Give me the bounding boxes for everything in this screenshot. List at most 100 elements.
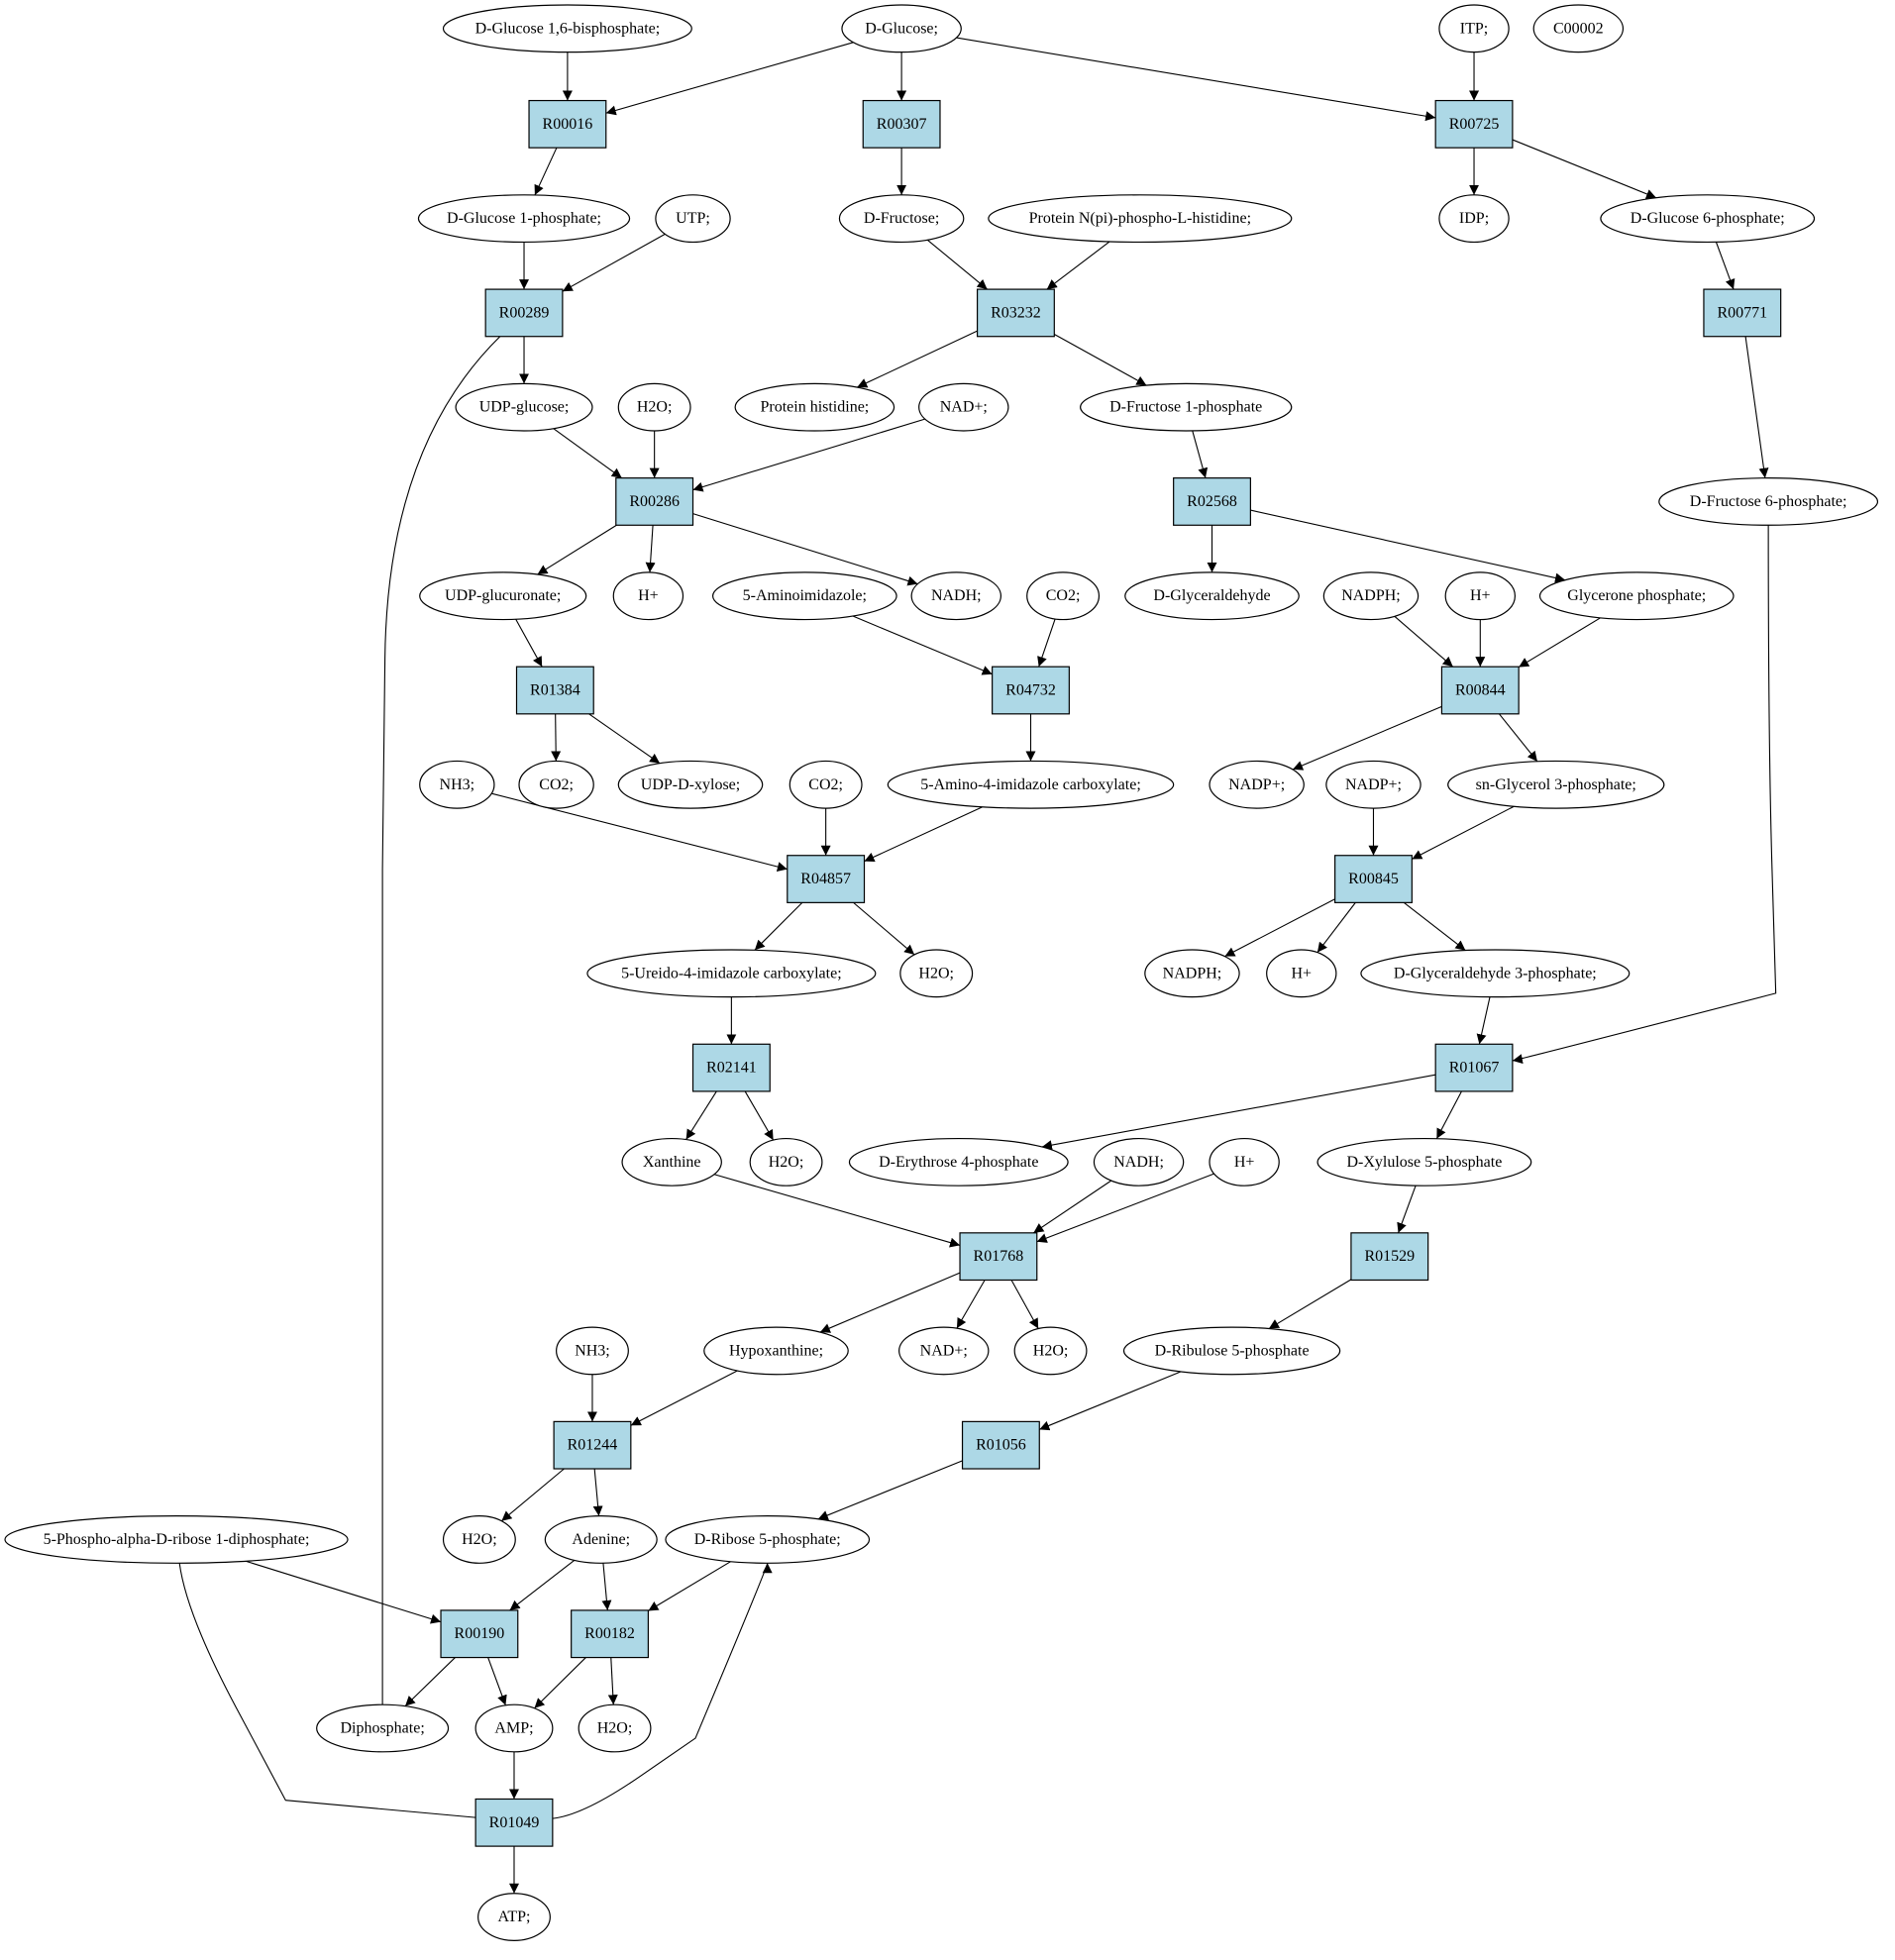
edge-r00182-to-amp [534,1657,586,1709]
compound-node-udpglc: UDP-glucose; [455,382,593,432]
reaction-node-r02141: R02141 [691,1043,771,1092]
compound-ellipse [1093,1137,1185,1186]
compound-ellipse [617,760,764,809]
reaction-node-r00190: R00190 [440,1609,519,1659]
node-label: IDP; [1459,210,1489,227]
compound-ellipse [655,194,731,244]
compound-node-amp: AMP; [474,1703,554,1753]
compound-ellipse [455,382,593,432]
node-label: R01049 [489,1814,540,1831]
compound-node-glyceronep: Glycerone phosphate; [1538,571,1735,621]
reaction-node-r00289: R00289 [484,288,564,338]
compound-ellipse [665,1515,871,1564]
compound-node-aic: 5-Amino-4-imidazole carboxylate; [887,760,1175,809]
compound-node-nadh_b: NADH; [1093,1137,1185,1186]
node-label: D-Glyceraldehyde 3-phosphate; [1394,965,1597,981]
compound-ellipse [419,571,587,621]
compound-node-protnph: Protein N(pi)-phospho-L-histidine; [988,194,1293,244]
compound-node-prpp: 5-Phospho-alpha-D-ribose 1-diphosphate; [4,1515,349,1564]
edge-udpglc-to-r00286 [553,428,623,479]
edge-r01384-to-co2_b [551,713,562,762]
edge-r00286-to-udpglcu [537,524,617,575]
compound-ellipse [1600,194,1816,244]
compound-node-nadp_a: NADP+; [1209,760,1305,809]
compound-ellipse [556,1326,629,1376]
compound-ellipse [1538,571,1735,621]
edge-r01768-to-h2o_d [1010,1280,1039,1329]
compound-node-idp: IDP; [1438,194,1510,244]
reaction-node-r00725: R00725 [1434,99,1514,149]
compound-node-nadh_a: NADH; [910,571,1002,621]
node-label: C00002 [1553,20,1604,37]
edge-r03232-to-prothis [857,330,978,388]
node-label: R00845 [1348,871,1399,887]
compound-node-nadph_a: NADPH; [1322,571,1420,621]
compound-ellipse [612,571,684,621]
edge-r02141-to-h2o_c [744,1090,775,1141]
compound-node-uic: 5-Ureido-4-imidazole carboxylate; [586,949,877,998]
edge-r01049-to-r5p [552,1563,773,1819]
reaction-node-r01768: R01768 [959,1232,1038,1282]
node-label: D-Ribose 5-phosphate; [694,1531,841,1548]
node-label: R00289 [499,304,550,321]
node-label: H+ [1470,587,1491,604]
edge-xan-to-r01768 [713,1174,961,1248]
compound-ellipse [621,1137,722,1186]
compound-ellipse [988,194,1293,244]
compound-ellipse [848,1137,1069,1186]
edges-layer [178,37,1777,1894]
node-label: R02568 [1187,493,1237,510]
edge-r00286-to-hplus_a [645,525,656,572]
compound-node-glc6p: D-Glucose 6-phosphate; [1600,194,1816,244]
node-label: ATP; [498,1908,531,1925]
node-label: NH3; [440,776,475,793]
edge-r04857-to-h2o_b [853,901,915,956]
reaction-box [1173,477,1251,526]
compound-node-fru: D-Fructose; [838,194,965,244]
compound-node-fru1p: D-Fructose 1-phosphate [1080,382,1293,432]
reaction-node-r01049: R01049 [474,1798,554,1847]
compound-node-atp: ATP; [477,1893,551,1941]
compound-node-r5p: D-Ribose 5-phosphate; [665,1515,871,1564]
compound-node-ppi: Diphosphate; [316,1703,450,1753]
edge-udpglcu-to-r01384 [515,618,543,668]
reaction-node-r00771: R00771 [1703,288,1782,338]
edge-r00845-to-hplus_c [1316,902,1356,954]
edge-r01244-to-h2o_e [500,1468,565,1522]
compound-node-gap: D-Glyceraldehyde 3-phosphate; [1360,949,1631,998]
node-label: NAD+; [920,1342,968,1359]
node-label: Xanthine [643,1154,701,1171]
compound-ellipse [910,571,1002,621]
node-label: NH3; [575,1342,610,1359]
compound-ellipse [417,194,631,244]
compound-ellipse [1122,1326,1341,1376]
node-label: NADP+; [1345,776,1402,793]
compound-node-hypox: Hypoxanthine; [703,1326,849,1376]
node-label: UDP-D-xylose; [641,776,740,793]
edge-r02141-to-xan [685,1090,717,1140]
node-label: D-Glyceraldehyde [1153,587,1270,604]
compound-ellipse [918,382,1009,432]
node-label: 5-Phospho-alpha-D-ribose 1-diphosphate; [44,1531,310,1548]
reaction-node-r00845: R00845 [1334,855,1413,903]
node-label: R01056 [976,1437,1026,1454]
edge-aminoimid-to-r04732 [852,615,993,675]
edge-utp-to-r00289 [562,233,666,292]
edge-prpp-to-r01049 [178,1563,486,1824]
node-label: R01244 [568,1437,618,1454]
compound-ellipse [838,194,965,244]
edge-r01067-to-e4p [1041,1074,1436,1151]
compound-node-c00002: C00002 [1532,4,1625,53]
compound-node-co2_b: CO2; [518,760,594,809]
compound-ellipse [711,571,897,621]
reaction-box [515,666,594,715]
compound-ellipse [586,949,877,998]
reaction-box [571,1609,649,1659]
edge-ade-to-r00190 [509,1559,576,1611]
node-label: D-Glucose; [865,20,938,37]
edge-r02568-to-glyceronep [1250,509,1566,583]
edge-r03232-to-fru1p [1054,333,1147,386]
compound-node-xan: Xanthine [621,1137,722,1186]
reaction-box [1350,1232,1429,1282]
reaction-box [976,288,1055,338]
